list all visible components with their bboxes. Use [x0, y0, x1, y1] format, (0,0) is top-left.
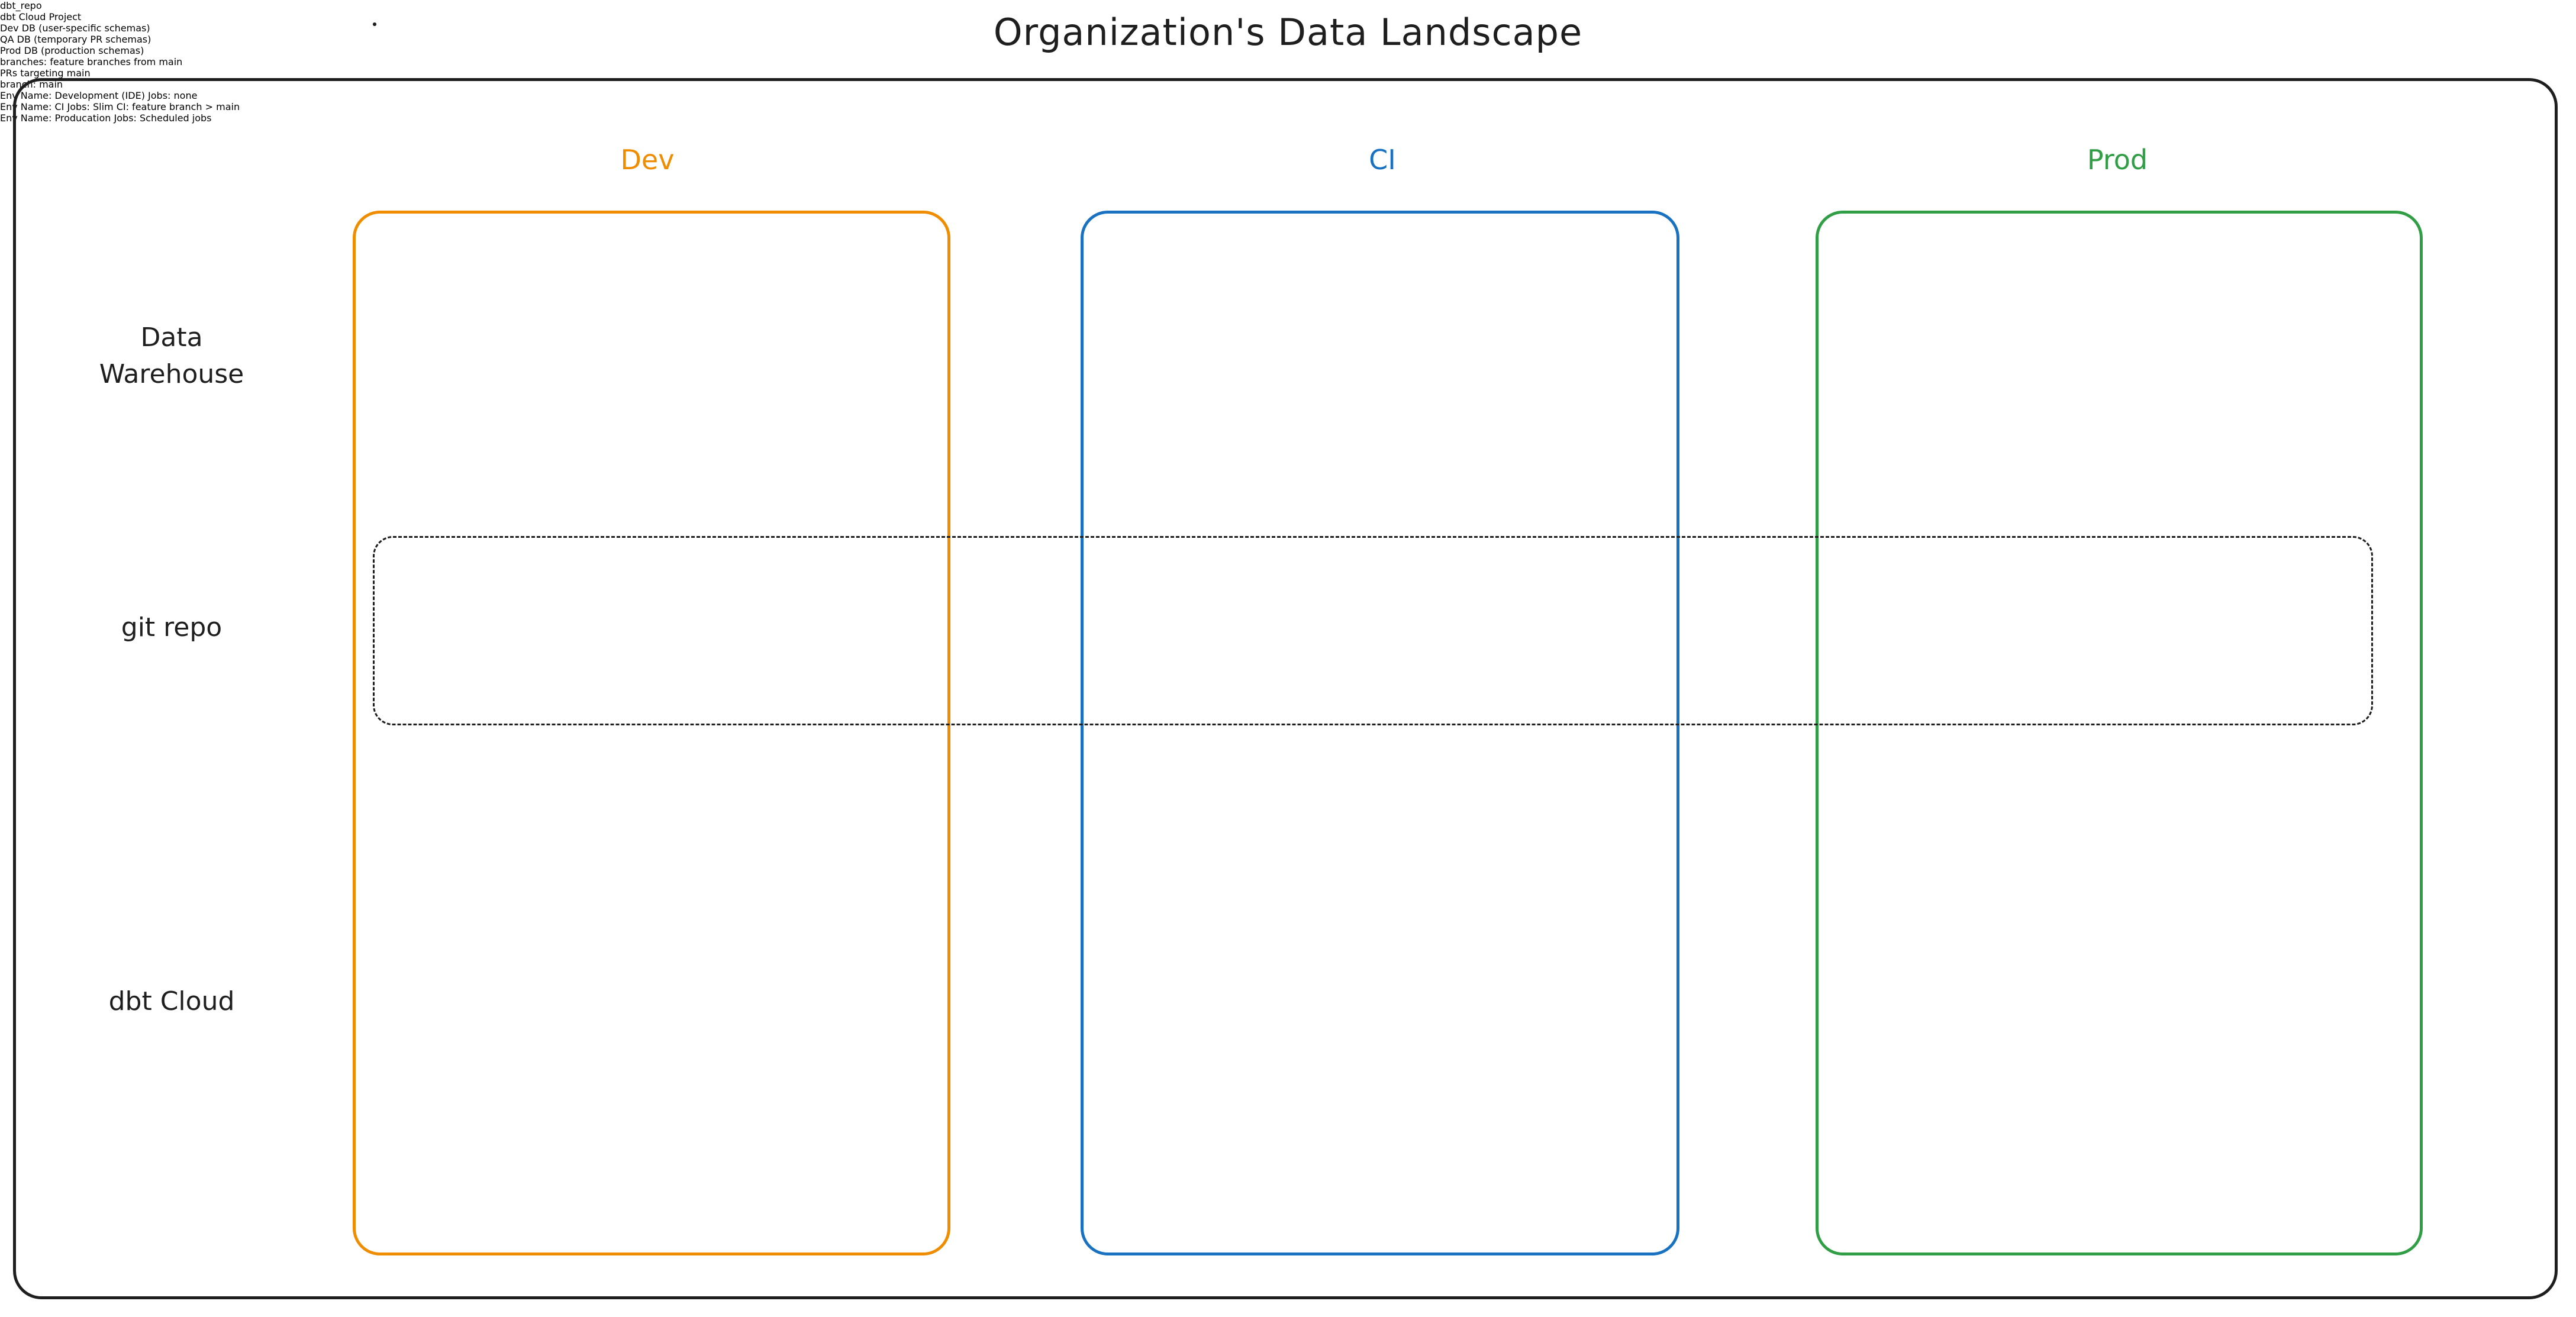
row-label-dbt-cloud: dbt Cloud	[108, 986, 235, 1016]
node-dbt-prod-env-label: Env Name:	[0, 112, 52, 124]
row-label-data-warehouse: Data Warehouse	[36, 319, 308, 393]
node-dev-db[interactable]: Dev DB (user-specific schemas)	[0, 22, 2576, 34]
group-container-dbt-cloud-project	[373, 22, 376, 26]
node-dev-db-subtitle: (user-specific schemas)	[38, 22, 150, 34]
node-dbt-prod-env-value: Producation	[54, 112, 111, 124]
diagram-outer-frame	[13, 78, 2558, 1299]
node-dbt-prod-jobs-value: Scheduled jobs	[140, 112, 212, 124]
git-text-ci-line1: PRs targeting main	[0, 67, 91, 79]
row-label-line1: Data	[140, 322, 203, 353]
node-dbt-dev-jobs-label: Jobs:	[148, 90, 171, 101]
group-label-dbt-repo: dbt_repo	[0, 0, 42, 11]
node-dbt-dev-env-value: Development (IDE)	[54, 90, 145, 101]
node-dbt-ci-env-value: CI	[54, 101, 65, 112]
node-dbt-cloud-prod[interactable]: Env Name: Producation Jobs: Scheduled jo…	[0, 112, 2576, 124]
env-column-prod[interactable]	[1816, 211, 2423, 1255]
node-dbt-ci-jobs-label: Jobs:	[67, 101, 90, 112]
env-column-dev[interactable]	[353, 211, 950, 1255]
git-text-dev-line1: branches:	[0, 56, 47, 67]
node-dbt-dev-jobs-value: none	[173, 90, 198, 101]
git-text-ci: PRs targeting main	[0, 67, 2576, 79]
column-header-dev: Dev	[620, 144, 675, 176]
git-text-dev: branches: feature branches from main	[0, 56, 2576, 67]
git-text-dev-line2: feature branches from main	[50, 56, 183, 67]
column-header-ci: CI	[1369, 144, 1396, 176]
node-prod-db[interactable]: Prod DB (production schemas)	[0, 45, 2576, 56]
column-header-prod: Prod	[2087, 144, 2148, 176]
node-prod-db-subtitle: (production schemas)	[41, 45, 144, 56]
node-prod-db-title: Prod DB	[0, 45, 38, 56]
node-dbt-cloud-ci[interactable]: Env Name: CI Jobs: Slim CI: feature bran…	[0, 101, 2576, 112]
node-qa-db[interactable]: QA DB (temporary PR schemas)	[0, 34, 2576, 45]
row-label-line2: Warehouse	[99, 359, 244, 390]
node-qa-db-subtitle: (temporary PR schemas)	[34, 34, 151, 45]
group-container-dbt-repo	[373, 536, 2373, 725]
env-column-ci[interactable]	[1081, 211, 1679, 1255]
node-qa-db-title: QA DB	[0, 34, 31, 45]
page-title: Organization's Data Landscape	[993, 11, 1583, 54]
node-dbt-ci-jobs-value: Slim CI: feature branch > main	[92, 101, 240, 112]
node-dev-db-title: Dev DB	[0, 22, 36, 34]
row-label-git-repo: git repo	[121, 612, 223, 643]
group-label-dbt-cloud-project: dbt Cloud Project	[0, 11, 82, 22]
node-dbt-prod-jobs-label: Jobs:	[114, 112, 137, 124]
